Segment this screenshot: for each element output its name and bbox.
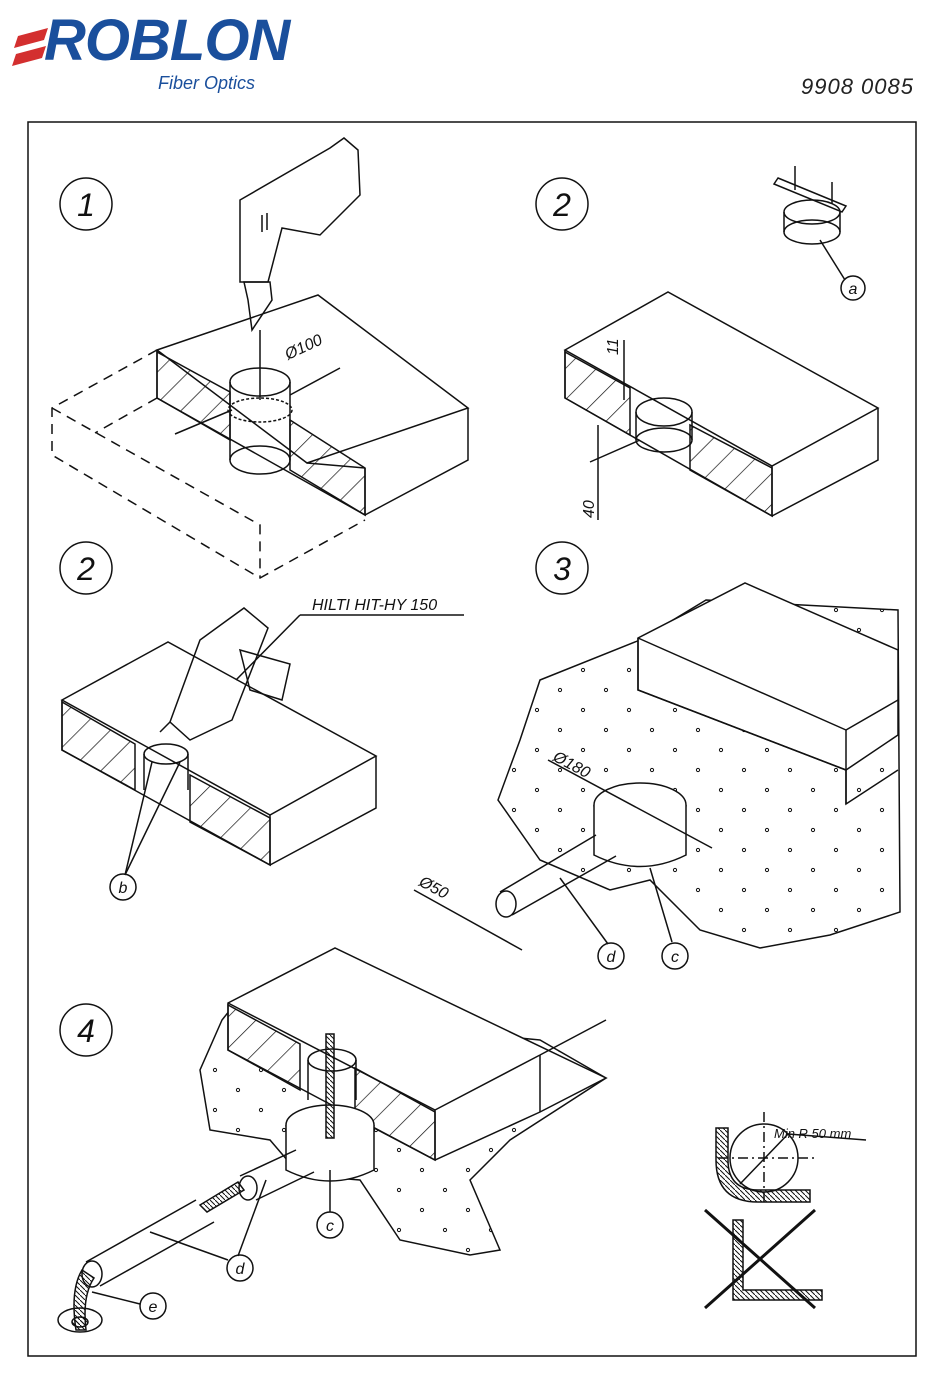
part-label-e: e bbox=[149, 1299, 158, 1316]
step-1-drilling: 1 Ø100 bbox=[52, 138, 468, 578]
part-label-c-4: c bbox=[326, 1218, 334, 1235]
step-number-1: 1 bbox=[77, 187, 95, 223]
adhesive-label: HILTI HIT-HY 150 bbox=[312, 597, 437, 614]
part-label-a: a bbox=[849, 281, 858, 298]
step-4-cable-routing: 4 d c bbox=[58, 948, 606, 1332]
bend-radius-guide: Min R 50 mm bbox=[705, 1112, 866, 1308]
dim-depth-bottom: 40 bbox=[581, 500, 598, 518]
dim-hole-diameter: Ø100 bbox=[282, 332, 326, 364]
step-number-2b: 2 bbox=[76, 551, 95, 587]
step-number-3: 3 bbox=[553, 551, 571, 587]
dim-depth-top: 11 bbox=[605, 338, 622, 355]
part-label-c: c bbox=[671, 949, 679, 966]
part-label-d-4: d bbox=[236, 1261, 246, 1278]
step-3-chamber: 3 Ø180 Ø50 d c bbox=[414, 542, 900, 969]
step-number-4: 4 bbox=[77, 1013, 95, 1049]
step-2-adhesive: 2 HILTI HIT-HY 150 b bbox=[60, 542, 464, 900]
part-label-d: d bbox=[607, 949, 617, 966]
step-2-insert-sleeve: 2 a 11 40 bbox=[536, 166, 878, 520]
step-number-2a: 2 bbox=[552, 187, 571, 223]
part-label-b: b bbox=[119, 880, 128, 897]
bend-radius-label: Min R 50 mm bbox=[774, 1126, 851, 1141]
dim-pipe-diameter: Ø50 bbox=[415, 873, 451, 903]
